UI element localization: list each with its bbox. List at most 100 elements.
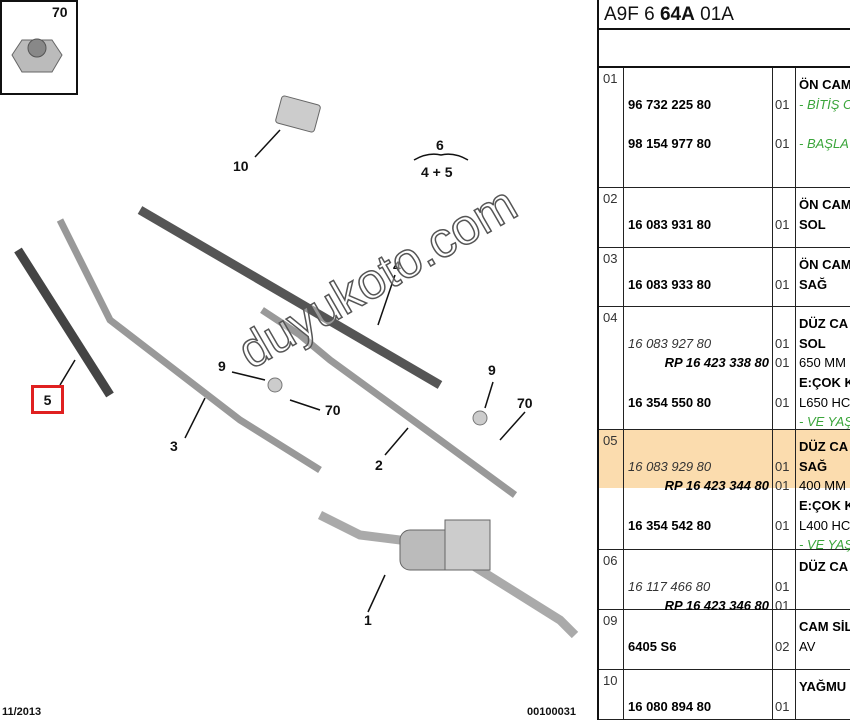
- row-line: E:ÇOK K: [599, 375, 850, 395]
- col-divider: [795, 550, 796, 609]
- table-title: A9F 6 64A 01A: [599, 0, 850, 30]
- part-number[interactable]: 16 083 933 80: [628, 276, 712, 292]
- description: - VE YAŞ: [799, 414, 850, 430]
- part-number[interactable]: 16 354 550 80: [628, 394, 712, 410]
- part-number[interactable]: 16 354 542 80: [628, 517, 712, 533]
- description: - VE YAŞ: [799, 537, 850, 553]
- description: - BİTİŞ C: [799, 96, 850, 112]
- quantity: 01: [775, 598, 790, 614]
- description: L400 HC: [799, 517, 850, 533]
- quantity: 01: [775, 96, 790, 112]
- col-divider: [772, 670, 773, 719]
- rain-sensor-icon: [275, 95, 321, 133]
- description: E:ÇOK K: [799, 375, 850, 391]
- row-line: DÜZ CA: [599, 559, 850, 579]
- callout-5-highlighted: 5: [31, 385, 64, 414]
- part-number[interactable]: 6405 S6: [628, 638, 677, 654]
- quantity: 01: [775, 276, 790, 292]
- cap-9-right: [472, 410, 488, 426]
- row-line: ÖN CAM: [599, 257, 850, 277]
- col-divider: [795, 430, 796, 549]
- row-line: 96 732 225 80 01 - BİTİŞ C: [599, 97, 850, 117]
- part-number[interactable]: 16 083 929 80: [628, 458, 712, 474]
- col-divider: [623, 430, 624, 549]
- wiper-blade-4: [137, 206, 443, 389]
- description: - BAŞLA: [799, 136, 849, 152]
- row-line: YAĞMU: [599, 679, 850, 699]
- callout-2: 2: [375, 457, 383, 473]
- quantity: 01: [775, 578, 790, 594]
- col-divider: [772, 610, 773, 669]
- quantity: 01: [775, 698, 790, 714]
- row-index: 10: [603, 673, 618, 688]
- col-divider: [623, 550, 624, 609]
- quantity: 01: [775, 335, 790, 351]
- callout-10: 10: [233, 158, 249, 174]
- part-number[interactable]: 16 080 894 80: [628, 698, 712, 714]
- col-divider: [795, 670, 796, 719]
- part-number[interactable]: 16 083 931 80: [628, 216, 712, 232]
- row-line: - VE YAŞ: [599, 537, 850, 557]
- part-number[interactable]: RP 16 423 344 80: [664, 478, 769, 494]
- description: ÖN CAM: [799, 257, 850, 272]
- col-divider: [623, 68, 624, 187]
- part-number[interactable]: RP 16 423 346 80: [664, 598, 769, 614]
- row-line: ÖN CAM: [599, 197, 850, 217]
- col-divider: [795, 248, 796, 306]
- callout-4: 4: [393, 258, 401, 274]
- row-index: 03: [603, 251, 618, 266]
- description: SAĞ: [799, 458, 828, 474]
- part-number[interactable]: 16 117 466 80: [628, 578, 711, 594]
- col-divider: [795, 68, 796, 187]
- part-number[interactable]: 98 154 977 80: [628, 136, 712, 152]
- row-index: 02: [603, 191, 618, 206]
- title-prefix: A9F 6: [604, 4, 660, 25]
- callout-4-5: 4 + 5: [421, 164, 453, 180]
- quantity: 01: [775, 216, 790, 232]
- callout-9-left: 9: [218, 358, 226, 374]
- description: SOL: [799, 335, 826, 351]
- part-number[interactable]: 16 083 927 80: [628, 335, 712, 351]
- col-divider: [795, 610, 796, 669]
- callout-3: 3: [170, 438, 178, 454]
- part-number[interactable]: 96 732 225 80: [628, 96, 712, 112]
- col-divider: [623, 248, 624, 306]
- row-line: 16 083 927 80 01 SOL: [599, 336, 850, 356]
- description: SOL: [799, 216, 826, 232]
- wiper-arm-2: [260, 307, 518, 498]
- wiper-assembly-drawing: [0, 0, 579, 639]
- quantity: 02: [775, 638, 790, 654]
- description: L650 HC: [799, 394, 850, 410]
- callout-70-inset: 70: [52, 4, 68, 20]
- col-divider: [772, 307, 773, 429]
- description: DÜZ CA: [799, 439, 849, 454]
- description: 400 MM: [799, 478, 846, 494]
- col-divider: [772, 68, 773, 187]
- callout-1: 1: [364, 612, 372, 628]
- leader-lines: [59, 129, 526, 613]
- quantity: 01: [775, 517, 790, 533]
- col-divider: [795, 307, 796, 429]
- col-divider: [623, 670, 624, 719]
- row-line: DÜZ CA: [599, 439, 850, 459]
- col-divider: [795, 188, 796, 247]
- diagram-date: 11/2013: [2, 706, 42, 718]
- wiper-motor-icon: [399, 519, 491, 571]
- quantity: 01: [775, 458, 790, 474]
- part-number[interactable]: RP 16 423 338 80: [664, 355, 769, 371]
- col-divider: [772, 550, 773, 609]
- row-line: 16 354 542 80 01 L400 HC: [599, 518, 850, 538]
- row-index: 06: [603, 553, 618, 568]
